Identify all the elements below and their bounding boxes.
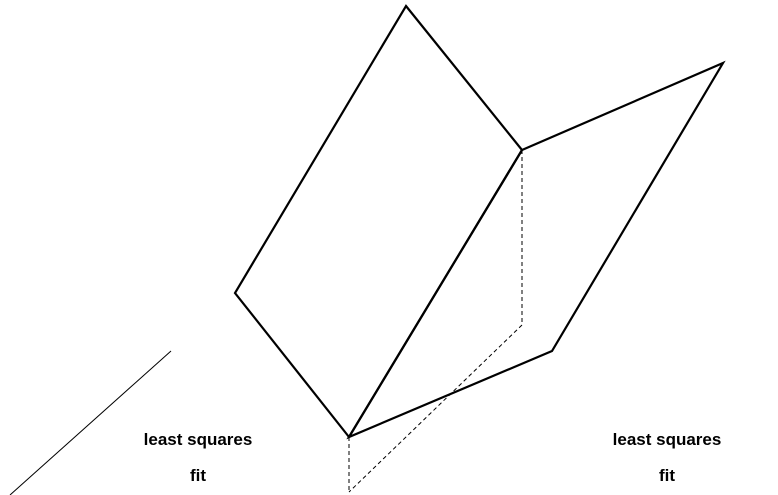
right-fit-label-line1: least squares (612, 430, 722, 449)
dashed-projection-diagonal (348, 324, 523, 493)
right-plane (346, 60, 726, 440)
right-fit-label-line2: fit (658, 466, 676, 485)
left-fit-label-line2: fit (189, 466, 207, 485)
least-squares-line (9, 350, 172, 495)
left-fit-label-line1: least squares (143, 430, 253, 449)
